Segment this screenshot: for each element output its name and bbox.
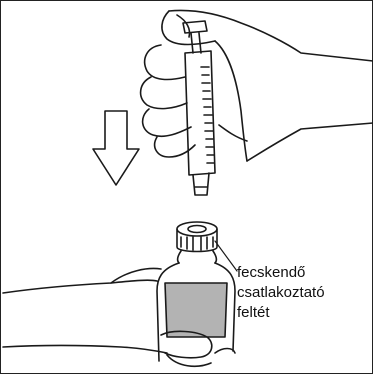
down-arrow-icon: [93, 111, 139, 185]
adapter-callout-label: fecskendő csatlakoztató feltét: [237, 263, 325, 323]
callout-line-1: fecskendő: [237, 263, 325, 283]
oral-syringe: [183, 21, 215, 195]
callout-line-3: feltét: [237, 303, 325, 323]
medicine-bottle: [157, 222, 237, 361]
callout-line-2: csatlakoztató: [237, 283, 325, 303]
upper-hand: [141, 11, 373, 162]
